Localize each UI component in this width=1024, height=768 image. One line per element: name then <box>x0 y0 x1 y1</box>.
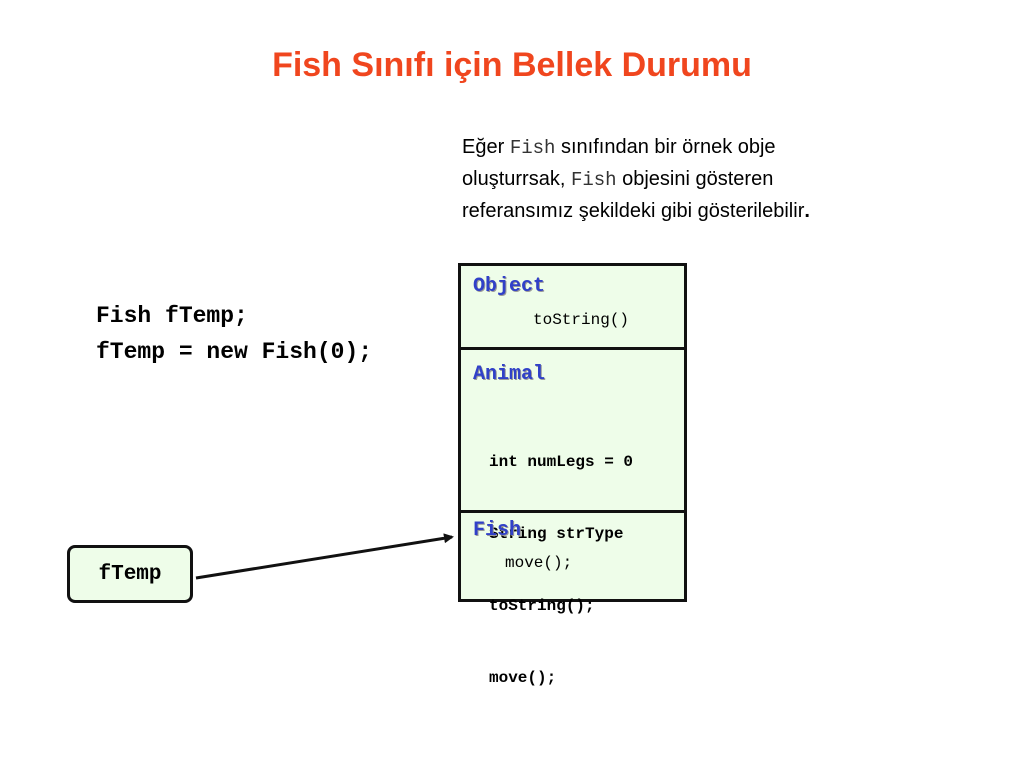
description-text-part: objesini gösteren <box>616 168 774 190</box>
animal-member: move(); <box>489 669 557 687</box>
description-text-part: oluşturrsak, <box>462 168 571 190</box>
code-snippet: Fish fTemp; fTemp = new Fish(0); <box>96 298 372 370</box>
description-text-part: referansımız şekildeki gibi gösterilebil… <box>462 200 805 222</box>
description-line-3: referansımız şekildeki gibi gösterilebil… <box>462 196 932 227</box>
code-inline-fish: Fish <box>509 137 556 159</box>
object-section: Object toString() <box>461 266 684 350</box>
reference-variable-box: fTemp <box>67 545 193 603</box>
description-line-1: Eğer Fish sınıfından bir örnek obje <box>462 132 932 164</box>
object-member: toString() <box>533 311 630 329</box>
fish-member: move(); <box>505 554 573 572</box>
fish-section-header: Fish <box>473 519 522 542</box>
animal-member: toString(); <box>489 597 595 615</box>
description-text-part: sınıfından bir örnek obje <box>555 136 776 158</box>
slide-title: Fish Sınıfı için Bellek Durumu <box>272 46 752 84</box>
fish-section: Fish move(); <box>461 513 684 599</box>
description-period: . <box>804 200 810 222</box>
animal-member: String strType <box>489 525 624 543</box>
animal-members: int numLegs = 0 String strType toString(… <box>489 402 633 738</box>
animal-section-header: Animal <box>473 363 546 386</box>
code-line-2: fTemp = new Fish(0); <box>96 339 373 365</box>
description-line-2: oluşturrsak, Fish objesini gösteren <box>462 164 932 196</box>
animal-member: int numLegs = 0 <box>489 453 634 471</box>
code-line-1: Fish fTemp; <box>96 303 248 329</box>
memory-object-box: Object toString() Animal int numLegs = 0… <box>458 263 687 687</box>
animal-section: Animal int numLegs = 0 String strType to… <box>461 350 684 687</box>
description-text-part: Eğer <box>462 136 510 158</box>
arrow-line <box>195 533 454 580</box>
description-text: Eğer Fish sınıfından bir örnek obje oluş… <box>462 132 932 227</box>
reference-variable-label: fTemp <box>98 562 162 586</box>
code-inline-fish: Fish <box>570 169 617 191</box>
object-section-header: Object <box>473 275 546 298</box>
